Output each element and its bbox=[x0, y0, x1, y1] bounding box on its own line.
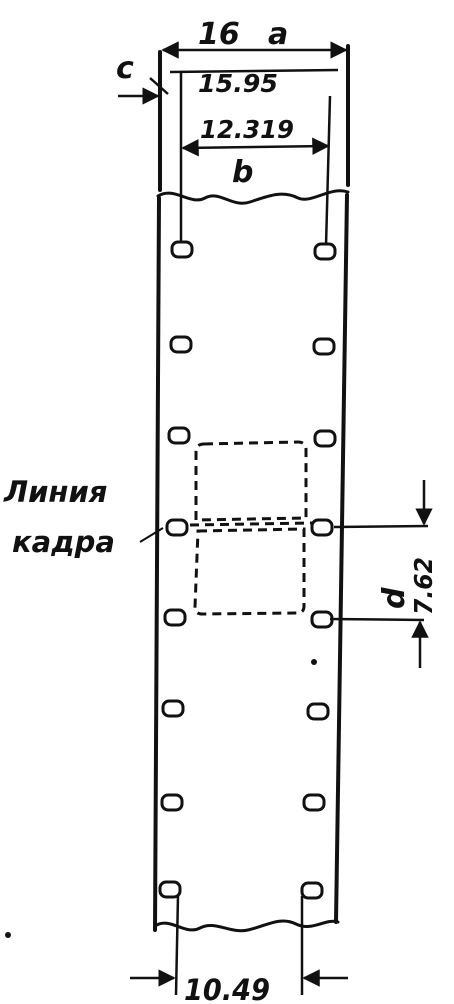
right-dimensions bbox=[329, 480, 433, 668]
dot-mark bbox=[5, 932, 11, 938]
perforations bbox=[158, 240, 337, 900]
frame-line-label-1: Линия bbox=[3, 475, 107, 509]
bottom-dimensions bbox=[130, 894, 348, 996]
perforation-hole bbox=[170, 240, 194, 259]
hole-pitch-label: 7.62 bbox=[409, 557, 438, 615]
upper-frame bbox=[194, 440, 308, 522]
offset-letter: c bbox=[116, 51, 134, 86]
total-width-letter: a bbox=[268, 17, 288, 52]
film-strip bbox=[153, 44, 350, 933]
lower-frame bbox=[193, 527, 306, 616]
frame-line-label-2: кадра bbox=[12, 525, 115, 559]
perforation-hole bbox=[161, 699, 185, 718]
perforation-hole bbox=[300, 881, 324, 900]
hole-pitch-letter: d bbox=[377, 587, 412, 609]
film-right-edge bbox=[334, 44, 350, 924]
perforation-hole bbox=[310, 610, 334, 629]
frame-line-pointer bbox=[139, 527, 164, 543]
perforation-hole bbox=[169, 335, 193, 354]
bottom-break-line bbox=[153, 919, 340, 933]
top-break-line bbox=[156, 189, 350, 205]
perforation-hole bbox=[167, 426, 191, 445]
top-dimensions bbox=[118, 41, 348, 247]
frame-line bbox=[189, 521, 313, 527]
perforation-hole bbox=[160, 793, 184, 812]
dimension-line-b bbox=[181, 137, 330, 157]
perforation-hole bbox=[313, 429, 337, 448]
pitch-extension-upper bbox=[333, 524, 429, 529]
inner-width-label: 15.95 bbox=[198, 69, 278, 98]
total-width-label: 16 bbox=[198, 17, 240, 52]
perforation-hole bbox=[165, 518, 189, 537]
hole-span-letter: b bbox=[232, 155, 253, 190]
hole-pitch-label-group: d 7.62 bbox=[377, 557, 438, 615]
hole-span-label: 12.319 bbox=[200, 115, 294, 144]
film-left-edge bbox=[153, 50, 162, 932]
offset-leader-c bbox=[149, 77, 169, 95]
dot-mark bbox=[311, 659, 317, 665]
dimension-line-inner bbox=[169, 68, 339, 74]
perforation-hole bbox=[312, 337, 336, 356]
frames bbox=[189, 440, 313, 616]
perforation-hole bbox=[313, 242, 337, 261]
perforation-hole bbox=[310, 518, 334, 537]
pitch-extension-lower bbox=[329, 617, 425, 622]
right-hole-extension-line bbox=[324, 95, 332, 247]
perforation-hole bbox=[302, 793, 326, 812]
perforation-hole bbox=[158, 880, 182, 899]
bottom-width-label: 10.49 bbox=[184, 973, 270, 1004]
perforation-hole bbox=[163, 608, 187, 627]
dots bbox=[5, 659, 317, 938]
perforation-hole bbox=[306, 702, 330, 721]
bottom-extension-left bbox=[174, 894, 180, 996]
